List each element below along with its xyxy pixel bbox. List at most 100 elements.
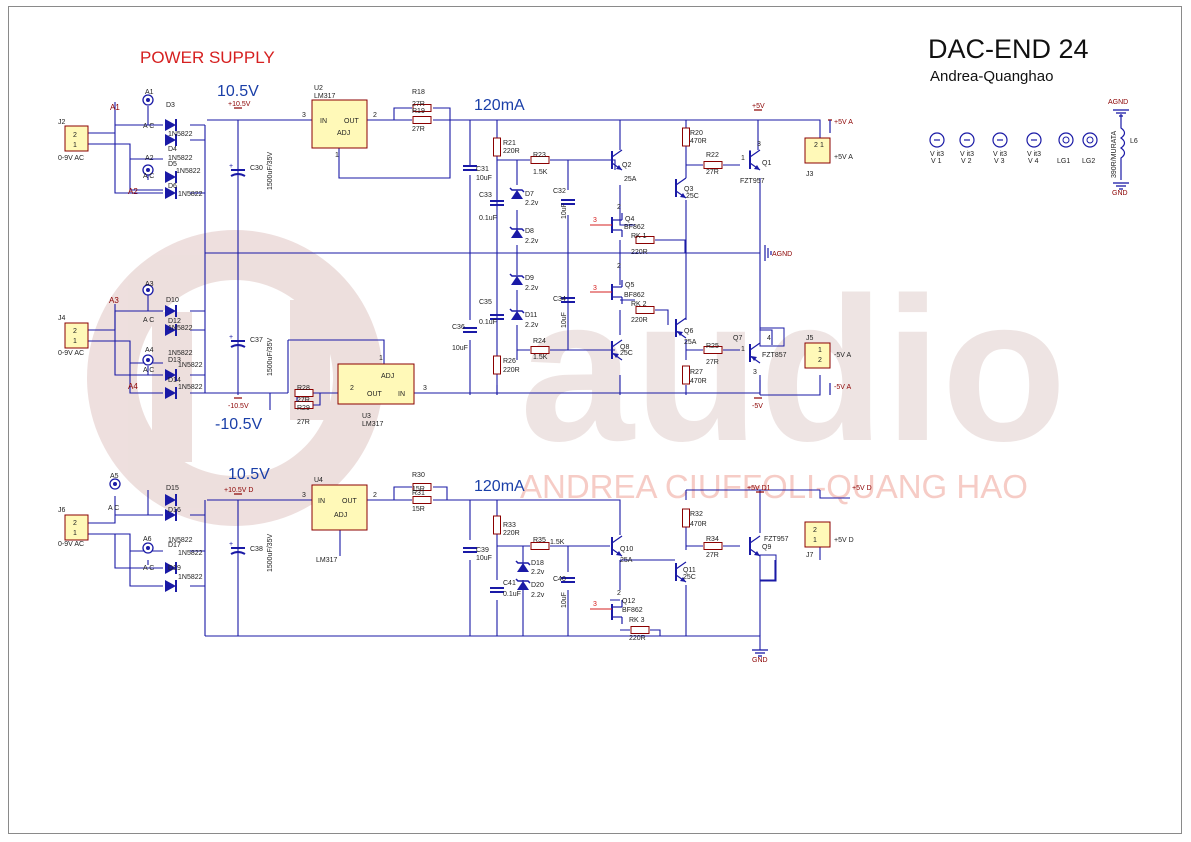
doc-title: DAC-END 24 [928,34,1089,64]
c32-value: 10uF [561,203,568,219]
d11-label: D11 [525,312,537,319]
d19-label: D19 [168,565,181,572]
rk1-value: 220R [631,249,648,256]
d9-value: 2.2v [525,285,539,292]
c40-value: 10uF [561,592,568,608]
u3-body [337,363,415,405]
c32-label: C32 [553,188,566,195]
d10-label: D10 [166,297,179,304]
d10-part: 1N5822 [168,325,193,332]
tp-a3: A3 [145,281,154,288]
r29-value: 27R [297,419,310,426]
tp-a5-ac: A C [108,505,119,512]
j3-label: J3 [806,171,814,178]
q10-type: 25A [620,557,633,564]
tp-a6: A6 [143,536,152,543]
q7-label: Q7 [733,335,742,342]
q1-type: FZT957 [740,178,765,185]
net-agnd: AGND [1108,99,1128,106]
u3-pin2: 2 [350,385,354,392]
j2-pin1: 1 [73,142,77,149]
connector-j2 [64,125,89,152]
r30-label: R30 [412,472,425,479]
u2-pin1: 1 [335,152,339,159]
r26-value: 220R [503,367,520,374]
r22-label: R22 [706,152,719,159]
d7-label: D7 [525,191,534,198]
current-heading-3: 120mA [474,478,525,495]
q8-label: Q8 [620,344,629,351]
r28-value: 27R [297,397,310,404]
r18-label: R18 [412,89,425,96]
q4-gate-pin: 3 [593,217,597,224]
j2-label: J2 [58,119,66,126]
r19-label: R19 [412,108,425,115]
probe-murata: 390R/MURATA [1111,130,1118,178]
r24-label: R24 [533,338,546,345]
probe-v2-type: V it3 [960,151,974,158]
voltage-heading-3: 10.5V [228,466,270,483]
probe-v1: V 1 [931,158,942,165]
r26-label: R26 [503,358,516,365]
u2-out: OUT [344,118,360,125]
u3-out: OUT [367,391,383,398]
j7-net: +5V D [834,537,854,544]
watermark-word: audio [520,255,1067,484]
u2-label: U2 [314,85,323,92]
d8-value: 2.2v [525,238,539,245]
d13-label: D13 [168,357,181,364]
u3-in: IN [398,391,405,398]
net-p5va: +5V A [834,119,853,126]
r21-label: R21 [503,140,516,147]
connectors [64,125,831,548]
d15-label: D15 [166,485,179,492]
j3-pin1: 1 [820,142,824,149]
u2-pin3: 3 [302,112,306,119]
q10-label: Q10 [620,546,633,553]
rk3-label: RK 3 [629,617,645,624]
d3-label: D3 [166,102,175,109]
j6-pin2: 2 [73,520,77,527]
q8-type: 25C [620,350,633,357]
net-p5v: +5V [752,103,765,110]
rk1-label: RK 1 [631,233,647,240]
connector-j7 [804,521,831,548]
c35-label: C35 [479,299,492,306]
probe-v2: V 2 [961,158,972,165]
u4-in: IN [318,498,325,505]
voltage-heading-2: -10.5V [215,416,262,433]
j6-ac: 0-9V AC [58,541,84,548]
j7-pin1: 1 [813,537,817,544]
c41-value: 0.1uF [503,591,521,598]
doc-author: Andrea-Quanghao [930,68,1053,85]
u4-out: OUT [342,498,358,505]
connector-j3 [804,137,831,164]
c38-value: 1500uF/35V [267,534,274,572]
c39-label: C39 [476,547,489,554]
q4-label: Q4 [625,216,634,223]
j5-label: J5 [806,335,814,342]
r35-value: 1.5K [550,539,565,546]
d4-label: D4 [168,146,177,153]
c30-value: 1500uF/35V [267,152,274,190]
c41-label: C41 [503,580,516,587]
r24-value: 1.5K [533,354,548,361]
r20-label: R20 [690,130,703,137]
probe-l6: L6 [1130,138,1138,145]
u4-pin2: 2 [373,492,377,499]
net-n5va: -5V A [834,384,851,391]
r28-label: R28 [297,385,310,392]
q1-label: Q1 [762,160,771,167]
tp-a4-ac: A C [143,367,154,374]
wires [88,102,850,650]
c36-label: C36 [452,324,465,331]
q5-label: Q5 [625,282,634,289]
q11-type: 25C [683,574,696,581]
r21-value: 220R [503,148,520,155]
net-n105: -10.5V [228,403,249,410]
u2-pin2: 2 [373,112,377,119]
j4-ac: 0-9V AC [58,350,84,357]
rk2-label: RK 2 [631,301,647,308]
tp-a3-ac: A C [143,317,154,324]
net-a1: A1 [110,103,120,112]
